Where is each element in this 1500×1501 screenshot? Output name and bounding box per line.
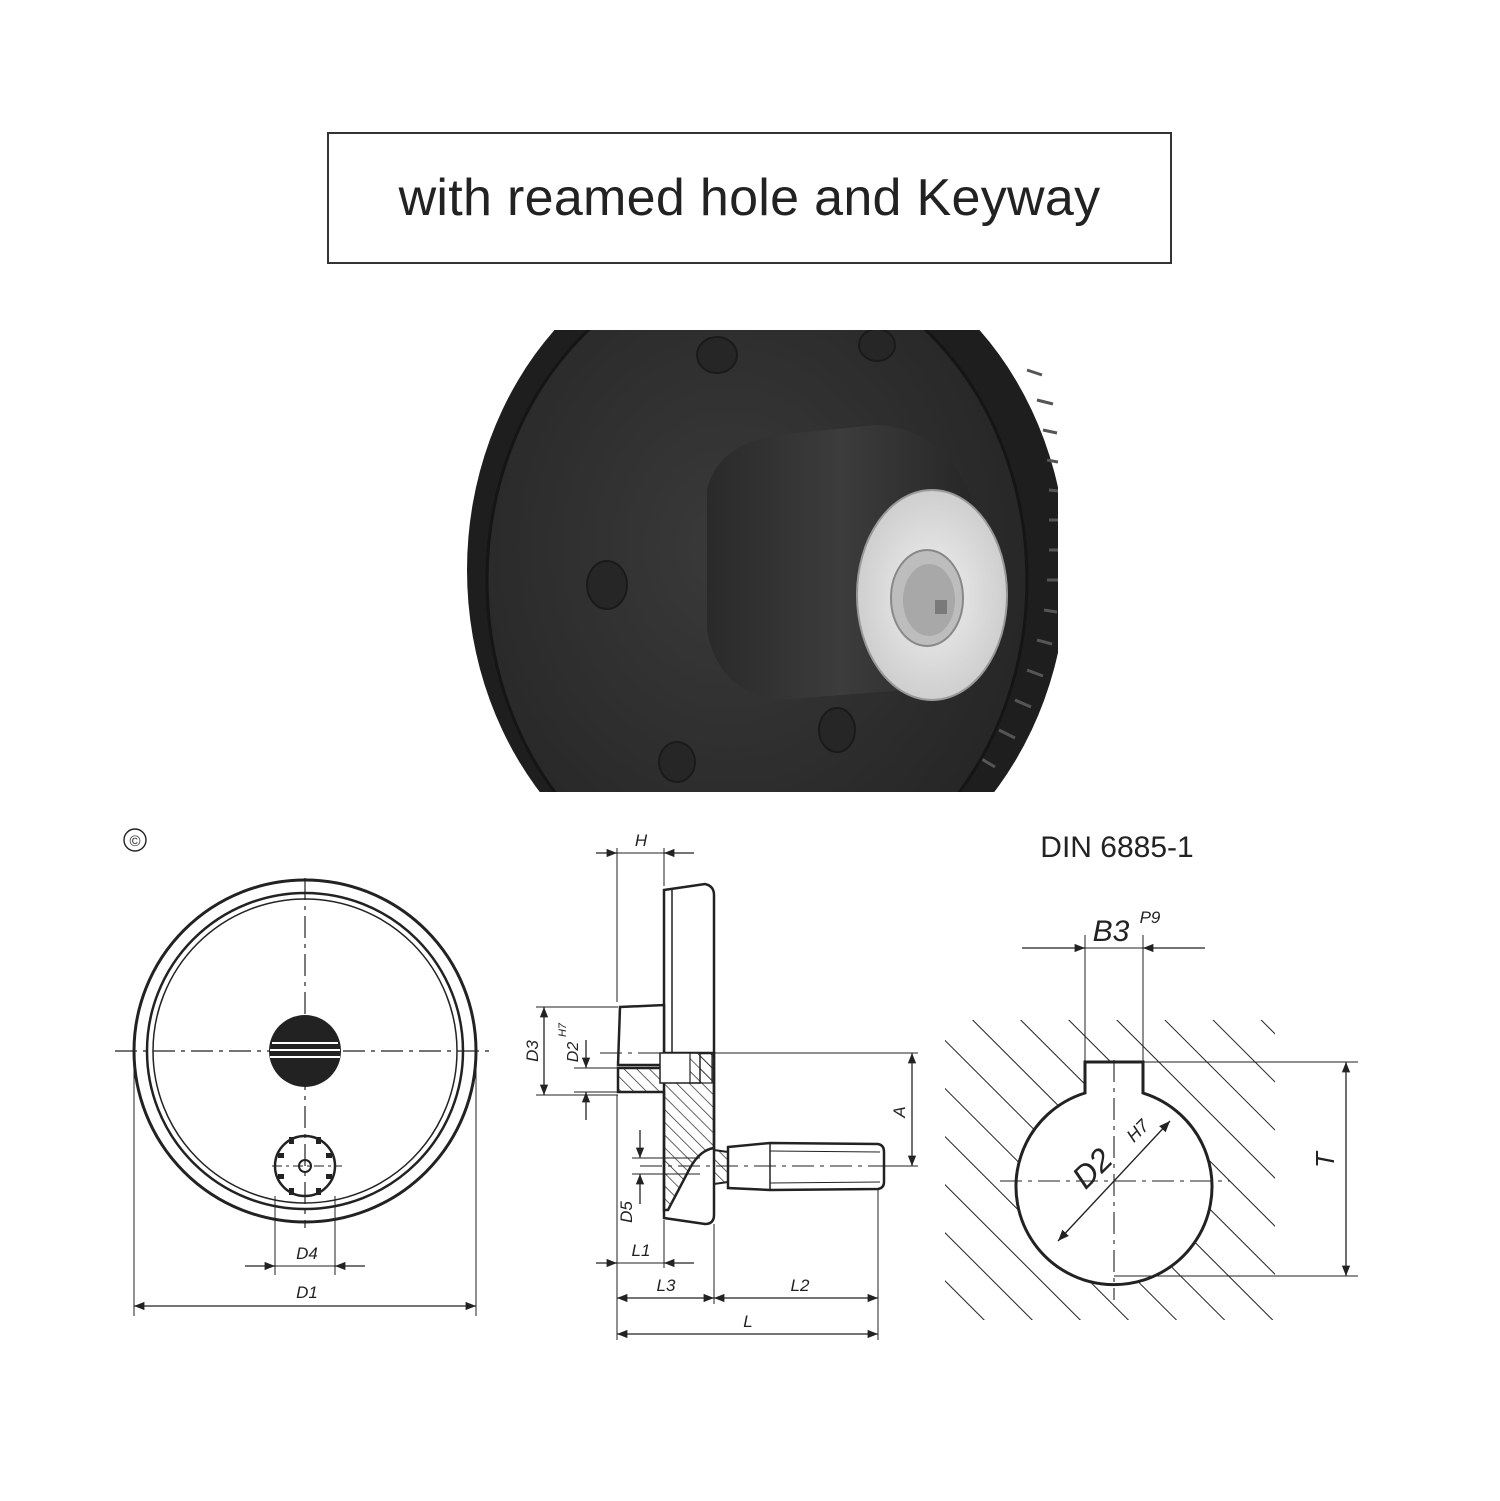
label-l1: L1 <box>632 1241 651 1260</box>
title-box: with reamed hole and Keyway <box>327 132 1172 264</box>
label-d2-keyway: D2 <box>1065 1141 1120 1196</box>
label-b3-tolerance: P9 <box>1140 908 1161 927</box>
label-a: A <box>890 1106 909 1118</box>
label-h: H <box>635 831 648 850</box>
knurl-pattern <box>979 368 1058 769</box>
standard-label: DIN 6885-1 <box>1040 831 1193 864</box>
label-t: T <box>1310 1150 1340 1168</box>
label-l: L <box>743 1312 752 1331</box>
page-title: with reamed hole and Keyway <box>398 169 1101 227</box>
label-l3: L3 <box>657 1276 676 1295</box>
label-d2-keyway-tolerance: H7 <box>1123 1115 1154 1146</box>
label-d4: D4 <box>296 1244 318 1263</box>
front-view: D4 D1 <box>115 878 492 1316</box>
label-d5: D5 <box>617 1201 636 1223</box>
side-view: H D3 D2 H7 A D5 L1 L3 <box>523 831 918 1340</box>
label-d2-side: D2 <box>565 1042 582 1063</box>
label-b3: B3 <box>1093 915 1130 948</box>
product-photo <box>437 330 1058 792</box>
label-d3: D3 <box>523 1040 542 1062</box>
copyright-mark: © <box>129 833 140 850</box>
label-d1: D1 <box>296 1283 318 1302</box>
label-l2: L2 <box>791 1276 810 1295</box>
label-d2-side-tolerance: H7 <box>557 1022 569 1037</box>
keyway-view: B3 P9 D2 H7 T <box>945 908 1358 1320</box>
